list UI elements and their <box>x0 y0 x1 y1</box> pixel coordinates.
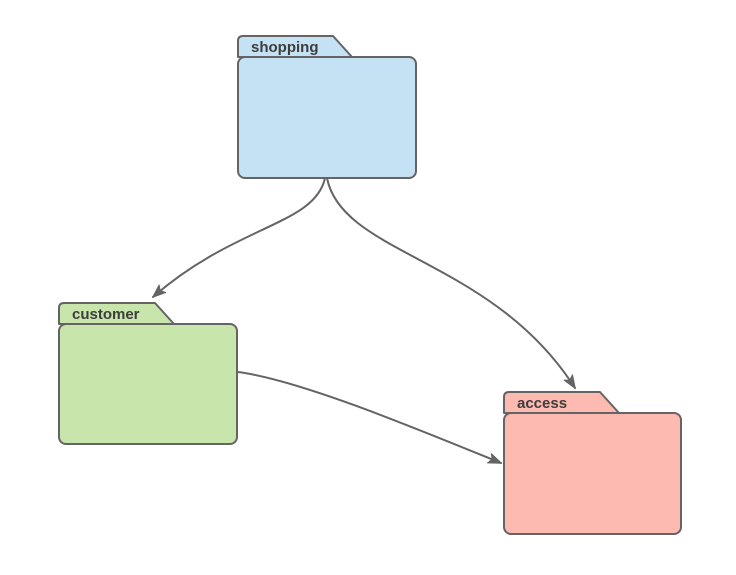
package-customer-label: customer <box>72 306 140 323</box>
package-shopping-tab <box>237 35 353 58</box>
package-customer: customer <box>58 302 238 445</box>
package-shopping: shopping <box>237 35 417 179</box>
package-customer-tab <box>58 302 175 325</box>
package-access: access <box>503 391 682 535</box>
package-customer-body <box>58 323 238 445</box>
edges-layer <box>152 177 576 464</box>
edge-shopping-to-access <box>326 177 576 389</box>
edge-shopping-to-customer <box>152 177 326 298</box>
package-shopping-label: shopping <box>251 39 319 56</box>
package-access-label: access <box>517 395 567 412</box>
edge-customer-to-access <box>237 371 502 464</box>
package-access-body <box>503 412 682 535</box>
package-access-tab <box>503 391 620 414</box>
package-shopping-body <box>237 56 417 179</box>
